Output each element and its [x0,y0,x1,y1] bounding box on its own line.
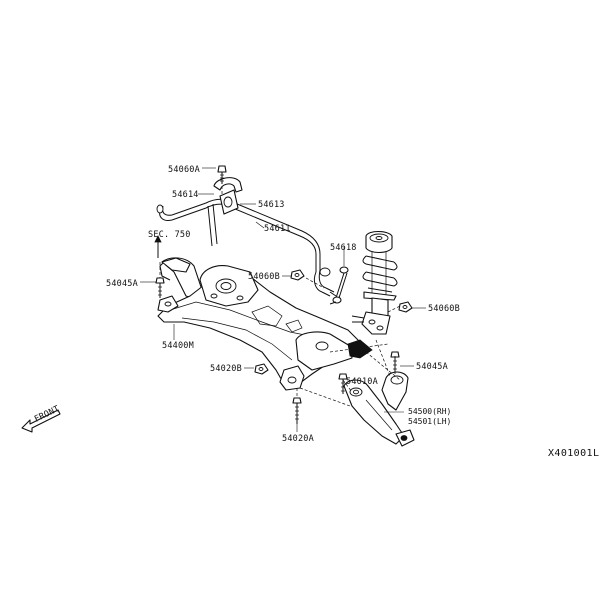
bolt-54020A [292,397,302,424]
label-54010A: 54010A [346,377,378,387]
bolt-54010A [338,373,348,394]
label-sec-750: SEC. 750 [148,230,191,240]
transverse-link [343,371,415,447]
label-54500-rh: 54500(RH) [408,407,451,416]
label-54614: 54614 [172,190,199,200]
label-54060A: 54060A [168,165,200,175]
label-54611: 54611 [264,224,291,234]
stabilizer-link [329,266,349,305]
label-54613: 54613 [258,200,285,210]
nut-54020B [254,363,269,375]
label-54020A: 54020A [282,434,314,444]
label-54618: 54618 [330,243,357,253]
label-54060B-right: 54060B [428,304,460,314]
label-54020B: 54020B [210,364,242,374]
label-front: FRONT [33,404,61,425]
bolt-54060A [217,165,227,184]
stabilizer-clamp [213,177,243,193]
nut-54060B-right [398,301,413,313]
label-54060B-top: 54060B [248,272,280,282]
suspension-member [157,257,373,391]
label-54400M: 54400M [162,341,194,351]
stabilizer-bar [156,198,335,297]
bolt-54045A-left [155,277,165,298]
front-arrow [21,409,61,433]
label-54045A-left: 54045A [106,279,138,289]
stabilizer-bushing [219,189,239,215]
label-54501-lh: 54501(LH) [408,417,451,426]
strut-assembly [351,230,398,335]
front-bracket [154,235,191,273]
assembly-lines [159,186,401,407]
label-54045A-right: 54045A [416,362,448,372]
nut-54060B-top [290,269,305,281]
figure-code: X401001L [548,448,599,459]
leader-lines [140,167,426,432]
